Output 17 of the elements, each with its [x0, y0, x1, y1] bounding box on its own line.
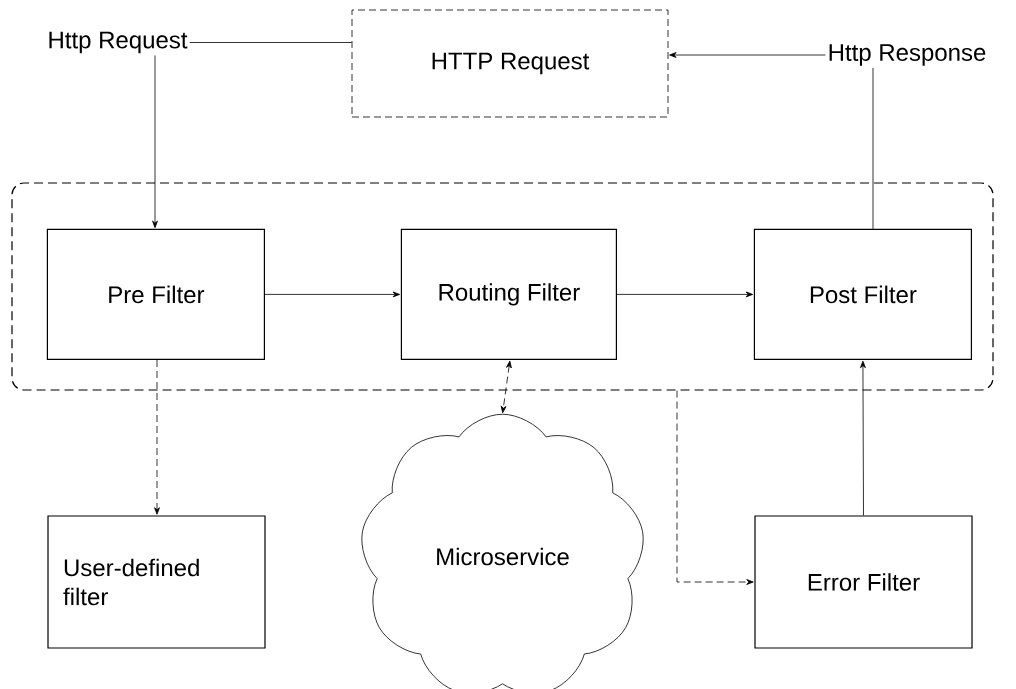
label-text: Http Request — [49, 31, 188, 54]
filter-box: Error Filter — [754, 515, 973, 649]
filter-box: User-defined filter — [47, 515, 266, 649]
arrow — [676, 390, 754, 585]
arrow — [152, 55, 158, 229]
arrow — [500, 360, 512, 414]
arrow — [264, 291, 401, 298]
arrow — [860, 360, 866, 516]
filter-box: Pre Filter — [46, 228, 265, 360]
filter-box: Post Filter — [753, 228, 972, 360]
dashed-box: HTTP Request — [351, 9, 669, 118]
arrow — [669, 52, 826, 58]
filter-box: Routing Filter — [400, 228, 617, 360]
arrow — [616, 291, 754, 298]
arrow — [154, 359, 160, 515]
dashed-container — [11, 182, 994, 391]
label-text: Http Response — [829, 44, 986, 66]
